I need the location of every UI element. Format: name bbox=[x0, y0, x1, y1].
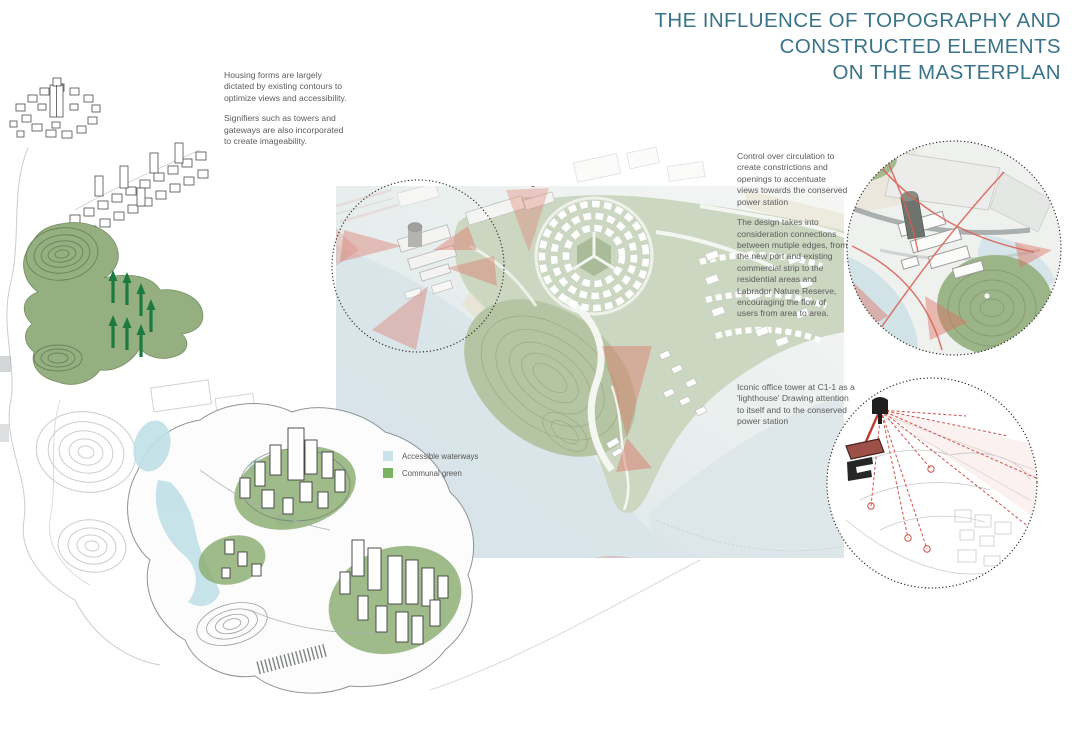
note-housing-paragraph-2: Signifiers such as towers and gateways a… bbox=[224, 113, 344, 147]
page-title-line-2: CONSTRUCTED ELEMENTS bbox=[779, 35, 1061, 59]
faint-site-sketch bbox=[0, 147, 701, 691]
contour-flow-arrows bbox=[108, 270, 156, 357]
page-title: THE INFLUENCE OF TOPOGRAPHY AND CONSTRUC… bbox=[654, 8, 1061, 86]
red-flow-lines bbox=[851, 154, 1035, 351]
radial-housing-cluster bbox=[538, 200, 650, 312]
topography-green-overlay bbox=[23, 222, 204, 385]
lighthouse-tower bbox=[872, 397, 888, 414]
axon-hilltop-cluster bbox=[9, 77, 101, 139]
legend-label-communal-green: Communal green bbox=[402, 468, 462, 478]
view-cones bbox=[336, 188, 652, 558]
note-circulation-paragraph-2: The design takes into consideration conn… bbox=[737, 217, 848, 319]
note-iconic-tower: Iconic office tower at C1-1 as a 'lighth… bbox=[737, 382, 855, 437]
note-housing-paragraph-1: Housing forms are largely dictated by ex… bbox=[224, 70, 347, 103]
note-circulation: Control over circulation to create const… bbox=[737, 151, 849, 329]
detail-circle-sightlines bbox=[826, 377, 1038, 589]
power-station-cluster bbox=[396, 191, 556, 300]
legend-label-waterways: Accessible waterways bbox=[402, 451, 479, 461]
map-legend: Accessible waterways Communal green bbox=[383, 451, 478, 485]
communal-green-swatch bbox=[383, 468, 393, 478]
detail-circle-circulation bbox=[846, 140, 1062, 356]
accessible-waterways-swatch bbox=[383, 451, 393, 461]
page-title-line-3: ON THE MASTERPLAN bbox=[832, 61, 1061, 85]
city-towers bbox=[221, 427, 449, 645]
page-title-line-1: THE INFLUENCE OF TOPOGRAPHY AND bbox=[654, 9, 1061, 32]
sight-lines bbox=[870, 409, 1037, 550]
axon-linear-cluster bbox=[69, 142, 209, 235]
conserved-power-station-roof bbox=[845, 438, 885, 460]
residential-clusters-east bbox=[699, 249, 827, 348]
note-tower-paragraph-1: Iconic office tower at C1-1 as a 'lighth… bbox=[737, 382, 855, 427]
note-circulation-paragraph-1: Control over circulation to create const… bbox=[737, 151, 848, 207]
legend-item-waterways: Accessible waterways bbox=[383, 451, 478, 461]
note-housing-forms: Housing forms are largely dictated by ex… bbox=[224, 70, 348, 157]
masterplan-callout-circle bbox=[331, 179, 505, 353]
view-target-dot bbox=[531, 186, 535, 187]
legend-item-communal-green: Communal green bbox=[383, 468, 478, 478]
